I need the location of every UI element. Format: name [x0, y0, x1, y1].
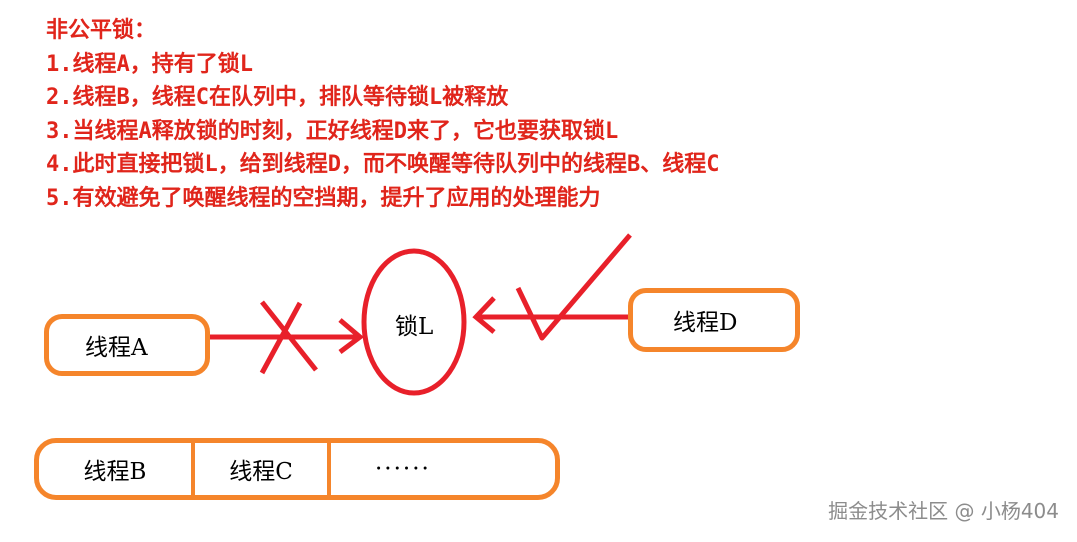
note-line-3: 3.当线程A释放锁的时刻，正好线程D来了，它也要获取锁L	[46, 118, 619, 144]
queue-cell-thread-b: 线程B	[83, 459, 147, 485]
note-line-2: 2.线程B，线程C在队列中，排队等待锁L被释放	[46, 85, 509, 110]
arrow-d-head	[472, 296, 496, 334]
thread-a-box: 线程A	[44, 314, 210, 376]
lock-ellipse	[361, 248, 467, 396]
cross-mark-stroke-2	[259, 301, 303, 375]
note-line-1: 1.线程A，持有了锁L	[46, 51, 253, 77]
queue-cell-thread-c: 线程C	[191, 443, 327, 495]
note-line-5: 5.有效避免了唤醒线程的空挡期，提升了应用的处理能力	[46, 185, 601, 211]
watermark: 掘金技术社区 @ 小杨404	[828, 499, 1059, 523]
notes-list: 非公平锁： 1.线程A，持有了锁L 2.线程B，线程C在队列中，排队等待锁L被释…	[46, 14, 719, 215]
queue-cell-ellipsis: ······	[327, 443, 555, 495]
wait-queue: 线程B 线程C ······	[34, 438, 560, 500]
cross-mark-stroke-1	[260, 300, 318, 372]
lock-label: 锁L	[395, 314, 434, 340]
notes-title: 非公平锁：	[46, 18, 157, 43]
check-mark-icon	[515, 233, 632, 341]
note-line-4: 4.此时直接把锁L，给到线程D，而不唤醒等待队列中的线程B、线程C	[46, 152, 720, 177]
arrow-a-head	[338, 318, 365, 354]
thread-d-label: 线程D	[673, 310, 738, 336]
thread-d-box: 线程D	[628, 288, 800, 352]
thread-a-label: 线程A	[85, 335, 148, 361]
